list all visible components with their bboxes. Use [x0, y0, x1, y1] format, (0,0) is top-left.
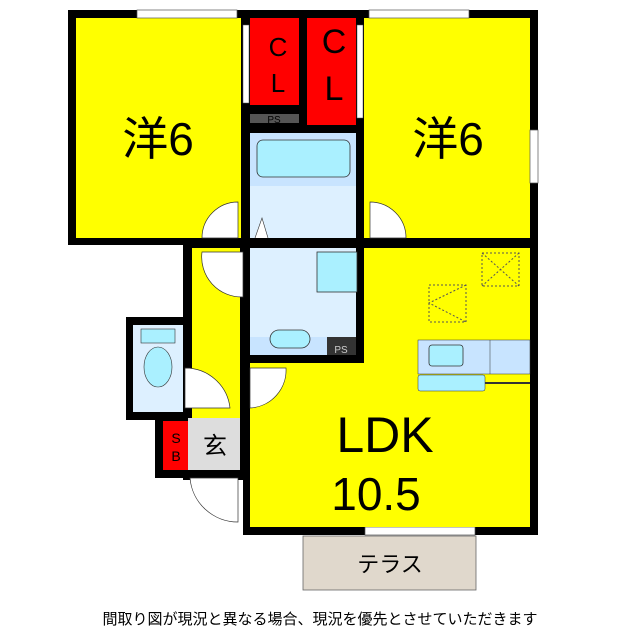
- toilet-tank: [140, 328, 176, 344]
- ldk: [250, 248, 530, 527]
- door-bedroom-left: [201, 201, 239, 239]
- bathtub: [256, 139, 351, 178]
- label-sb-s: S: [171, 430, 180, 446]
- label-closet-left-l: L: [271, 68, 285, 98]
- bath-door[interactable]: [254, 217, 269, 239]
- bedroom-left: [76, 18, 241, 238]
- closet-left: [250, 18, 299, 105]
- label-sb-b: B: [171, 448, 180, 464]
- sink-icon: [269, 329, 311, 349]
- window: [364, 526, 476, 536]
- label-closet-right-c: C: [322, 23, 347, 61]
- door-bedroom-right: [369, 201, 407, 239]
- window: [368, 9, 470, 19]
- entrance: [188, 418, 240, 470]
- label-entrance: 玄: [203, 433, 227, 460]
- kitchen-sink: [428, 344, 464, 367]
- window: [529, 129, 539, 184]
- skylight-mark: [481, 252, 520, 287]
- label-bedroom-left: 洋6: [122, 113, 194, 165]
- label-terrace: テラス: [357, 552, 423, 577]
- closet-door[interactable]: [356, 24, 364, 119]
- door-toilet: [184, 367, 231, 409]
- door-washroom: [201, 251, 244, 298]
- shoe-box: [163, 421, 188, 470]
- doors[interactable]: [184, 201, 407, 523]
- label-closet-left-c: C: [269, 32, 288, 62]
- counter-edge: [485, 382, 530, 384]
- door-entrance: [189, 477, 239, 523]
- disclaimer-caption: 間取り図が現況と異なる場合、現況を優先とさせていただきます: [102, 610, 538, 628]
- toilet-icon: [143, 346, 173, 388]
- kitchen-cabinet: [417, 374, 486, 392]
- skylight: [481, 252, 520, 287]
- hatch-mark: [427, 284, 467, 323]
- pipe-space: [250, 114, 299, 123]
- bedroom-right: [364, 18, 530, 238]
- label-ps-wash: PS: [334, 345, 348, 356]
- closet-door[interactable]: [242, 24, 250, 104]
- closet-right: [307, 18, 356, 125]
- label-ldk: LDK: [336, 407, 433, 463]
- window: [136, 9, 238, 19]
- door-ldk: [249, 367, 287, 409]
- washing-machine: [316, 251, 358, 293]
- label-closet-right-l: L: [325, 70, 344, 108]
- terrace: [302, 535, 477, 591]
- label-ps: PS: [267, 115, 281, 126]
- pipe-space-wash: [327, 337, 356, 355]
- label-ldk-size: 10.5: [331, 468, 421, 520]
- label-bedroom-right: 洋6: [412, 113, 484, 165]
